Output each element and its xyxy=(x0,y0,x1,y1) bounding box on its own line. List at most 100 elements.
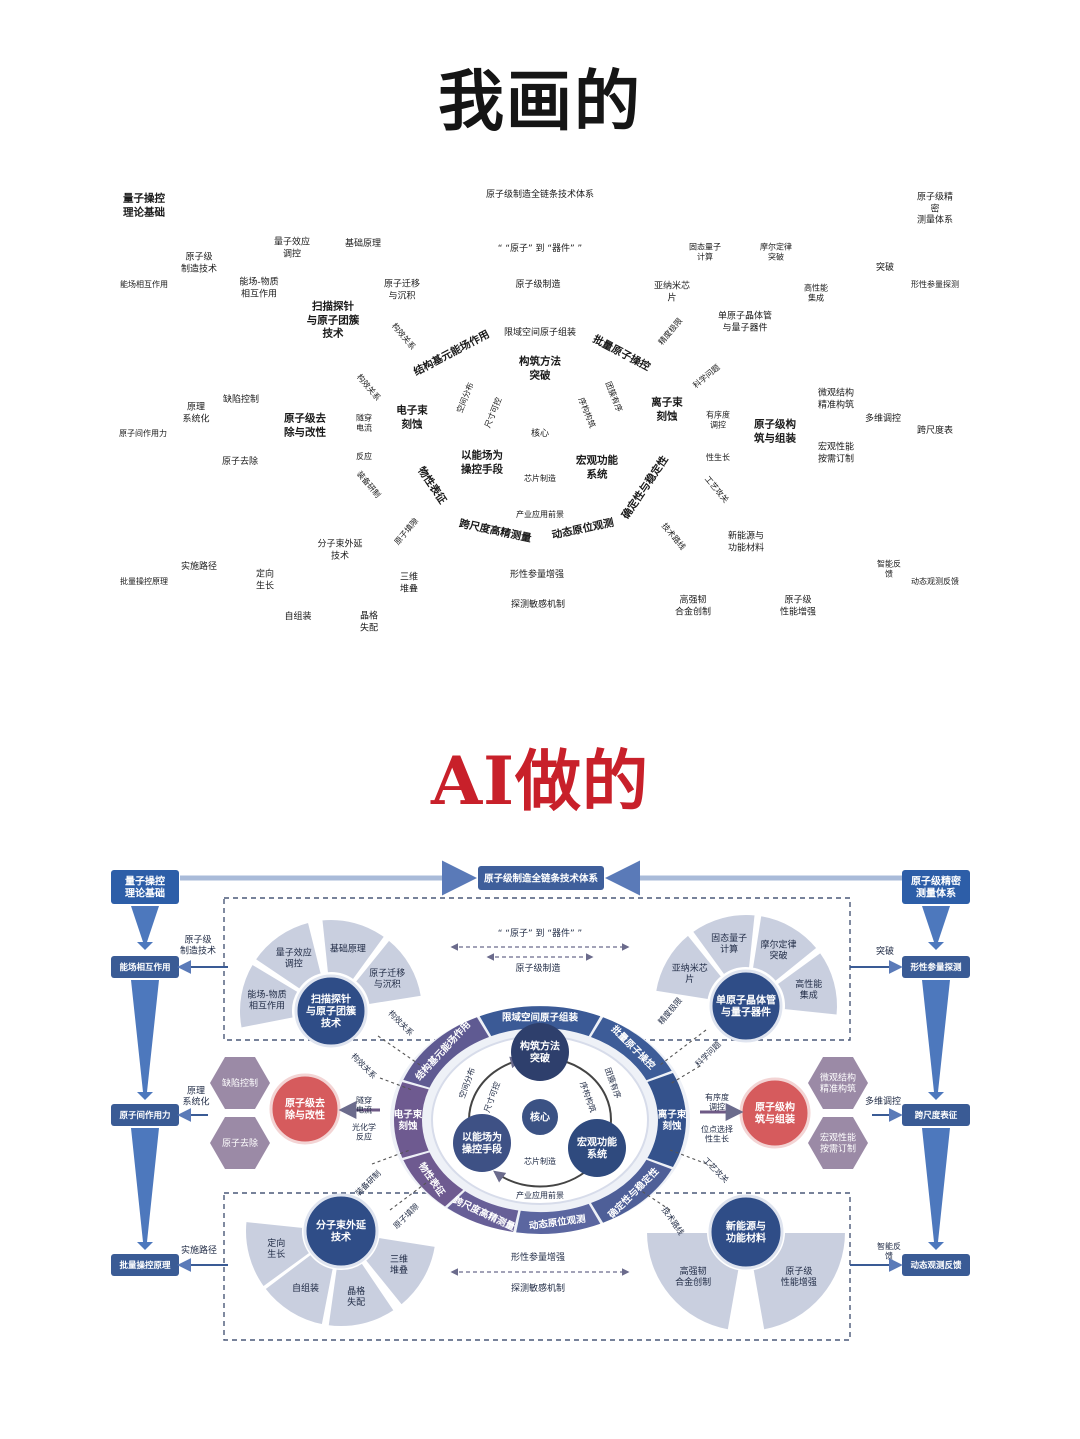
sketch-label: 原子级去 除与改性 xyxy=(284,412,326,438)
hex-left xyxy=(210,1057,270,1109)
petal-tl xyxy=(238,962,300,1030)
side-box-left xyxy=(111,956,179,978)
sketch-label: 量子操控 理论基础 xyxy=(123,192,165,218)
edge-label: 实施路径 xyxy=(181,1244,217,1256)
sketch-label: 探测敏感机制 xyxy=(510,600,566,611)
hub-core-label: 核心 xyxy=(530,1111,550,1124)
hub-right-label: 宏观功能系统 xyxy=(577,1135,617,1160)
hub-top xyxy=(511,1023,569,1081)
cluster-center-label-tl: 扫描探针与原子团簇技术 xyxy=(306,992,357,1029)
mid-left-label: 原子级去除与改性 xyxy=(285,1096,325,1121)
side-label-left: 能场相互作用 xyxy=(119,962,170,973)
edge-label: 原子级制造技术 xyxy=(180,934,216,957)
sketch-label: 芯片制造 xyxy=(524,473,556,483)
petal-tr xyxy=(690,913,757,977)
inner-label: 芯片制造 xyxy=(524,1156,556,1166)
sketch-label: 晶格 失配 xyxy=(359,611,379,633)
hub-core xyxy=(520,1097,560,1137)
side-arrow-right xyxy=(922,1128,950,1250)
sketch-label: 宏观性能 按需订制 xyxy=(817,442,855,464)
cluster-center-tr xyxy=(709,969,783,1043)
sketch-label: 原子去除 xyxy=(221,457,259,468)
sketch-label: 跨尺度表 xyxy=(916,426,954,437)
side-arrow-left xyxy=(131,980,159,1100)
ring-segment xyxy=(647,1072,686,1168)
edge-label: 突破 xyxy=(876,945,894,957)
dashed-link xyxy=(659,1029,707,1066)
edge-label: 原理系统化 xyxy=(182,1086,209,1108)
inner-label: 产业应用前景 xyxy=(516,1190,564,1200)
petal-tl xyxy=(253,920,324,992)
petal-label-tl: 量子效应调控 xyxy=(276,946,312,969)
hex-right xyxy=(808,1117,868,1169)
bottom-arrow-label: 形性参量增强 xyxy=(511,1251,565,1263)
sketch-label: 高强韧 合金创制 xyxy=(674,595,712,617)
hub-left-label: 以能场为操控手段 xyxy=(462,1130,502,1155)
hex-right xyxy=(808,1057,868,1109)
petal-label-tl: 原子迁移与沉积 xyxy=(369,967,405,990)
small-label: 光化学反应 xyxy=(352,1122,376,1142)
sketch-label: 形性参量增强 xyxy=(509,570,565,581)
sketch-label: 原子级 制造技术 xyxy=(180,252,218,274)
sketch-label: 原子迁移 与沉积 xyxy=(383,279,421,301)
sketch-label: 缺陷控制 xyxy=(222,395,260,406)
sketch-label: 动态观测反馈 xyxy=(911,576,959,586)
small-label: 位点选择性生长 xyxy=(701,1124,733,1144)
top-arrow-label: “ “原子” 到 “器件” ” xyxy=(498,927,582,939)
cluster-center-tl xyxy=(294,974,368,1048)
side-box-right xyxy=(902,956,970,978)
sketch-label: 智能反 馈 xyxy=(877,559,901,579)
diag-label: 工艺攻关 xyxy=(701,1155,731,1185)
petal-br xyxy=(644,1231,741,1332)
petal-label-br: 高强韧合金创制 xyxy=(675,1265,711,1288)
petal-br xyxy=(751,1231,848,1332)
side-box-left xyxy=(111,1254,179,1276)
top-center-box xyxy=(478,866,604,890)
title-ai: AI做的 xyxy=(430,742,650,820)
small-label: 隧穿电流 xyxy=(356,1095,372,1115)
side-label-right: 原子级精密测量体系 xyxy=(911,874,961,899)
sketch-label: 能场相互作用 xyxy=(120,279,168,289)
sketch-label: 多维调控 xyxy=(864,414,902,425)
sketch-label: 有序度 调控 xyxy=(706,410,730,430)
side-arrow-left xyxy=(131,1128,159,1250)
petal-bl xyxy=(262,1252,335,1327)
petal-tl xyxy=(320,918,387,982)
petal-label-tl: 能场-物质相互作用 xyxy=(247,988,286,1011)
petal-label-br: 原子级性能增强 xyxy=(781,1265,817,1288)
hub-right xyxy=(568,1119,626,1177)
ring-segment xyxy=(403,1152,464,1207)
dashed-link xyxy=(377,1035,421,1066)
sketch-label: 原子级精 密 测量体系 xyxy=(916,192,954,226)
petal-label-tr: 摩尔定律突破 xyxy=(760,938,796,961)
sketch-label: 原子级 性能增强 xyxy=(779,595,817,617)
dashed-link xyxy=(669,1149,713,1167)
dashed-link xyxy=(371,1149,411,1165)
sketch-label: 能场-物质 相互作用 xyxy=(239,277,279,299)
sketch-label: 高性能 集成 xyxy=(804,283,828,303)
sketch-label: 性生长 xyxy=(706,452,730,462)
side-box-right xyxy=(902,1104,970,1126)
diag-label: 科学问题 xyxy=(693,1039,723,1069)
ring-segment xyxy=(447,1191,519,1232)
sketch-label: 形性参量探测 xyxy=(911,279,959,289)
ring-label: 电子束刻蚀 xyxy=(394,1109,423,1133)
side-box-left xyxy=(111,1104,179,1126)
diag-label: 精度极限 xyxy=(656,995,684,1026)
ring-segment xyxy=(516,1203,601,1234)
cluster-center-label-br: 新能源与功能材料 xyxy=(726,1219,766,1244)
petal-label-bl: 三维堆叠 xyxy=(390,1253,408,1276)
side-label-left: 原子间作用力 xyxy=(119,1110,170,1121)
sketch-label: 分子束外延 技术 xyxy=(317,539,363,561)
small-label: 有序度调控 xyxy=(705,1092,729,1112)
sketch-label: 原子间作用力 xyxy=(119,428,167,438)
sketch-label: 构筑方法 突破 xyxy=(519,355,561,381)
cycle-arrow xyxy=(493,1170,586,1188)
sketch-label: 限域空间原子组装 xyxy=(503,328,577,339)
side-label-right: 跨尺度表征 xyxy=(915,1110,958,1121)
petal-bl xyxy=(244,1219,312,1289)
hex-label-right: 微观结构精准构筑 xyxy=(820,1072,856,1095)
petal-tr xyxy=(750,913,819,984)
sketch-label: 固态量子 计算 xyxy=(689,242,721,262)
